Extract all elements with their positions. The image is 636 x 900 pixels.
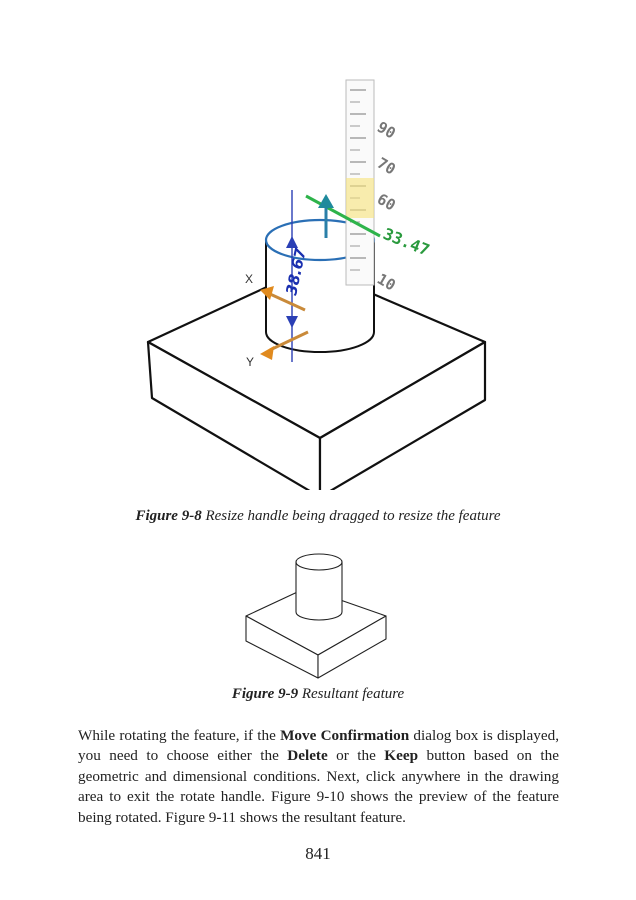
figure-9-8-illustration: 90 70 60 10 33.47 38.67 X Y — [146, 79, 487, 490]
ruler-tick-70: 70 — [374, 154, 399, 179]
ruler-tick-90: 90 — [374, 118, 399, 143]
ruler-tick-10: 10 — [374, 270, 399, 295]
axis-y-label: Y — [246, 355, 254, 369]
live-value-label: 33.47 — [381, 224, 433, 260]
keep-term: Keep — [384, 747, 419, 765]
body-text-1: While rotating the feature, if the — [78, 727, 281, 744]
figure-9-8-caption-text: Resize handle being dragged to resize th… — [205, 508, 501, 524]
body-text-2: dialog box is displayed, you need to cho… — [78, 727, 559, 765]
body-text-4: button based on the geometric and dimens… — [78, 747, 559, 826]
rotate-arrow-y[interactable] — [260, 330, 309, 360]
figure-9-9-caption-text: Resultant feature — [301, 686, 405, 702]
figure-9-9-illustration — [245, 553, 387, 679]
box-left-face — [146, 340, 322, 490]
axis-x-label: X — [245, 272, 253, 286]
move-confirmation-term: Move Confirmation — [280, 727, 410, 744]
resize-ruler: 90 70 60 10 — [345, 79, 399, 295]
page-number: 841 — [305, 844, 331, 863]
body-paragraph: While rotating the feature, if the Move … — [78, 726, 559, 828]
figure-9-8-caption-label: Figure 9-8 — [135, 508, 202, 524]
dimension-line — [286, 190, 298, 362]
ruler-tick-60: 60 — [374, 190, 399, 215]
figure-9-9-caption-label: Figure 9-9 — [231, 686, 299, 702]
resize-handle-arrow[interactable] — [318, 194, 334, 238]
figure-9-8-caption: Figure 9-8 Resize handle being dragged t… — [0, 508, 636, 525]
value-indicator-line — [305, 194, 381, 238]
delete-term: Delete — [287, 747, 328, 765]
small-box-right — [317, 615, 387, 679]
figure-9-9-caption: Figure 9-9 Resultant feature — [0, 686, 636, 703]
rotate-arrow-x[interactable] — [260, 286, 306, 312]
small-cylinder — [295, 553, 343, 621]
body-text-3: or the — [327, 747, 385, 765]
box-right-face — [318, 340, 487, 490]
